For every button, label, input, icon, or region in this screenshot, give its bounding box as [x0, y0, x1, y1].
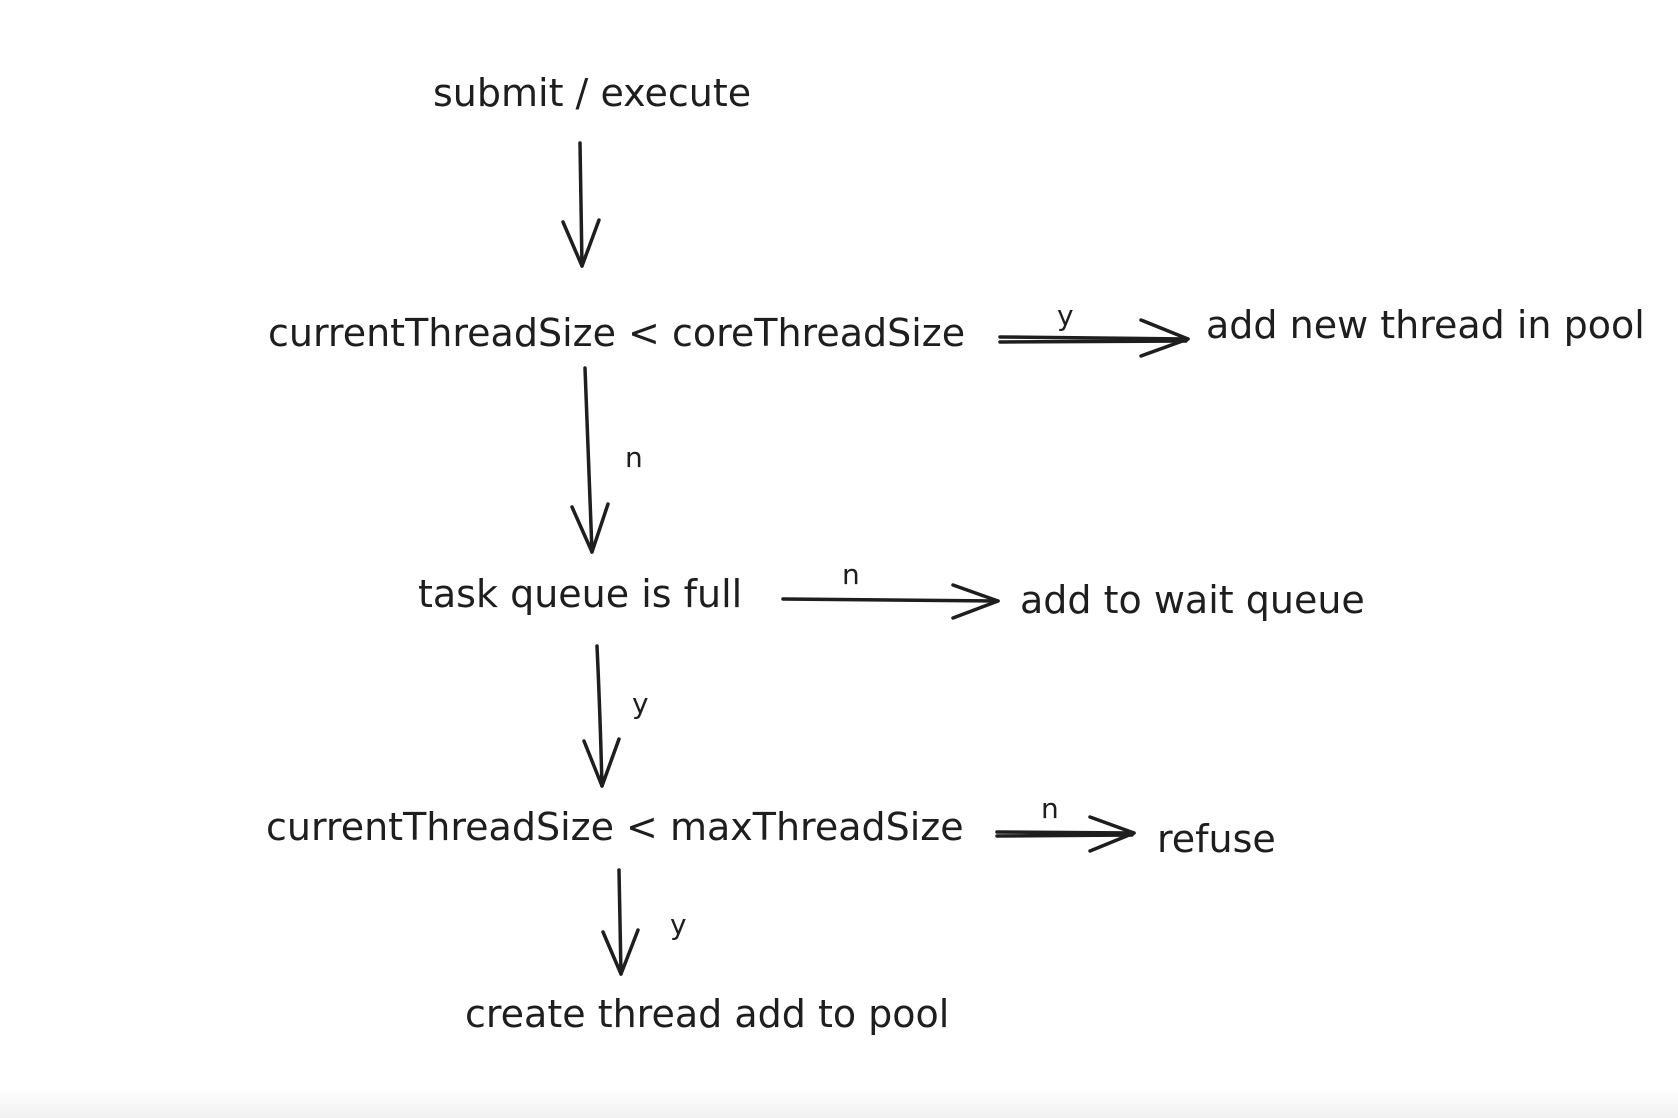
bottom-edge-shade: [0, 1088, 1678, 1118]
node-task-queue-full: task queue is full: [418, 572, 742, 616]
node-max-thread-check: currentThreadSize < maxThreadSize: [266, 805, 964, 849]
node-submit-execute: submit / execute: [433, 71, 751, 115]
arrow-queue-yes: [582, 644, 621, 788]
arrow-max-yes: [601, 868, 640, 976]
node-refuse: refuse: [1157, 817, 1276, 861]
edge-label-queue-yes: y: [632, 687, 649, 720]
arrow-core-yes: [998, 318, 1190, 358]
edge-label-core-yes: y: [1057, 299, 1074, 332]
edge-label-core-no: n: [625, 441, 643, 474]
arrow-queue-no: [781, 583, 1000, 620]
edge-label-max-yes: y: [670, 908, 687, 941]
node-core-thread-check: currentThreadSize < coreThreadSize: [268, 311, 965, 355]
node-add-to-wait-queue: add to wait queue: [1020, 578, 1365, 622]
edge-label-queue-no: n: [842, 558, 860, 591]
edge-label-max-no: n: [1041, 792, 1059, 825]
arrow-core-no: [570, 366, 610, 554]
arrow-submit-to-core-check: [561, 141, 601, 268]
node-create-thread: create thread add to pool: [465, 992, 949, 1036]
arrow-max-no: [995, 815, 1136, 853]
node-add-new-thread: add new thread in pool: [1206, 303, 1645, 347]
